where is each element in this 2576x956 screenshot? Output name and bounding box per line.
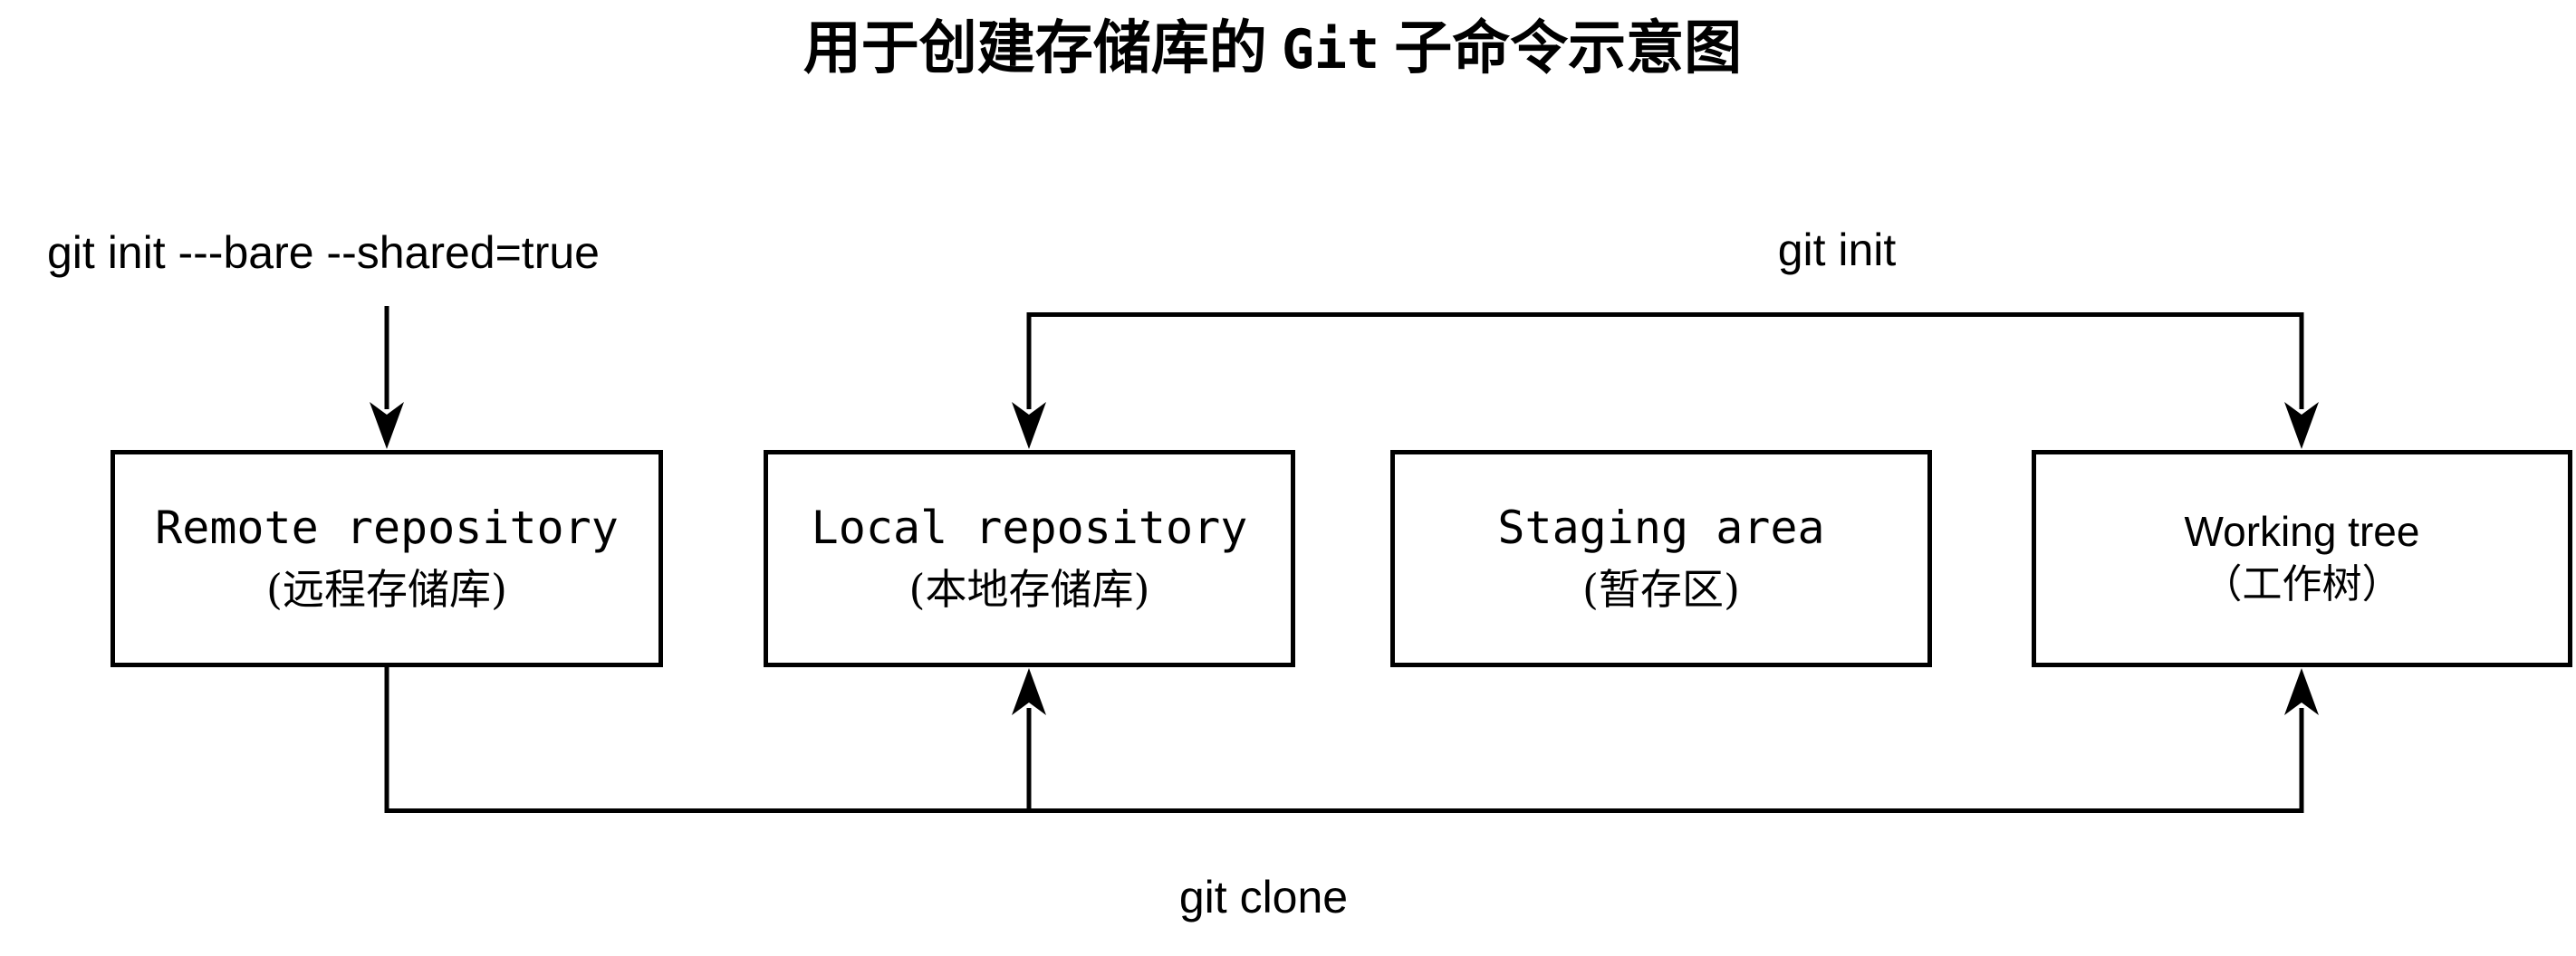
node-local-repository-label-en: Local repository (811, 502, 1248, 555)
edge-git-init-arrowhead-down-local (1012, 402, 1046, 449)
edge-git-init-bare-arrowhead-down (370, 402, 404, 449)
node-remote-repository: Remote repository (远程存储库) (111, 450, 663, 667)
node-local-repository-label-zh: (本地存储库) (908, 565, 1150, 615)
node-working-tree-label-zh: （工作树） (2202, 562, 2402, 607)
edge-git-clone-arrowhead-up-working (2284, 668, 2319, 715)
node-local-repository: Local repository (本地存储库) (764, 450, 1295, 667)
page-title-code: Git (1281, 18, 1380, 81)
edge-label-git-clone: git clone (1178, 872, 1349, 923)
page-title-text-before: 用于创建存储库的 (803, 14, 1267, 82)
node-staging-area: Staging area (暂存区) (1390, 450, 1932, 667)
node-staging-area-label-en: Staging area (1497, 502, 1825, 555)
node-working-tree: Working tree （工作树） (2032, 450, 2572, 667)
edge-label-git-init-bare: git init ---bare --shared=true (47, 227, 600, 278)
node-remote-repository-label-zh: (远程存储库) (266, 565, 507, 615)
edge-label-git-init: git init (1777, 225, 1897, 275)
node-remote-repository-label-en: Remote repository (155, 502, 619, 555)
edge-git-clone-arrowhead-up-local (1012, 668, 1046, 715)
node-staging-area-label-zh: (暂存区) (1582, 565, 1740, 615)
node-working-tree-label-en: Working tree (2184, 508, 2420, 556)
edge-git-clone-line (384, 667, 2304, 813)
edge-git-init-arrowhead-down-working (2284, 402, 2319, 449)
edge-git-init-line (1026, 312, 2304, 409)
page-title-text-after: 子命令示意图 (1394, 14, 1743, 82)
